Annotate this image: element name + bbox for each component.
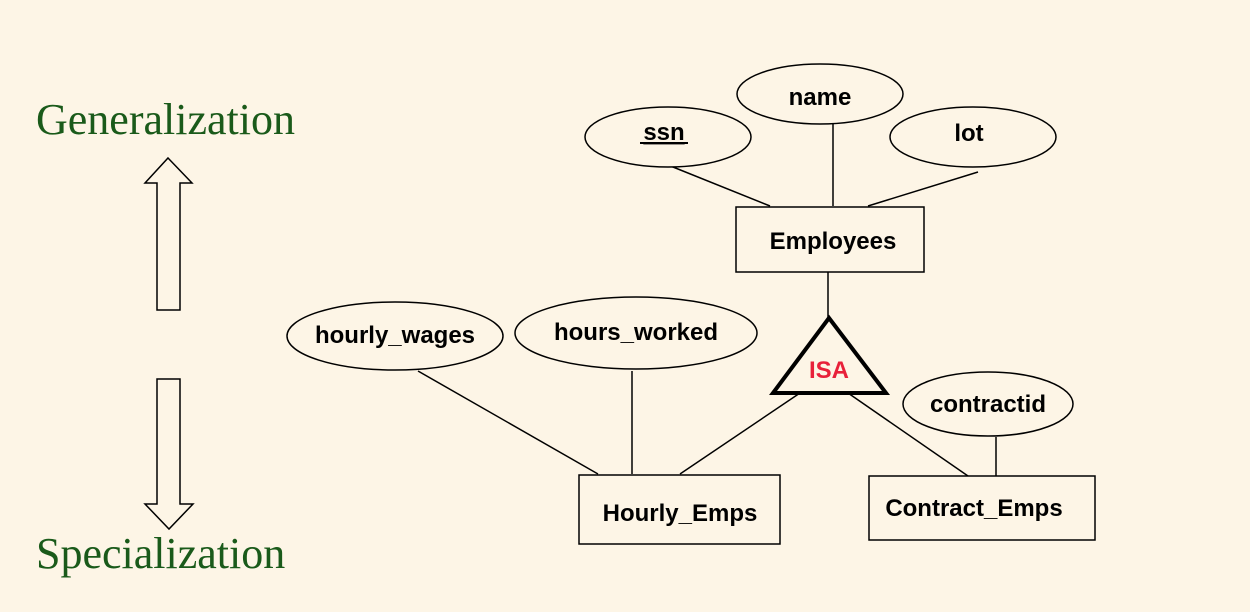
attribute-contractid: contractid xyxy=(902,371,1074,437)
down-arrow-icon xyxy=(143,378,195,531)
specialization-label: Specialization xyxy=(36,529,286,578)
up-arrow-icon xyxy=(143,156,194,311)
attribute-hours-worked-text: hours_worked xyxy=(554,319,718,346)
entity-employees-text: Employees xyxy=(770,228,897,255)
attribute-contractid-text: contractid xyxy=(930,391,1046,418)
isa-triangle-icon xyxy=(769,314,891,395)
isa-label: ISA xyxy=(809,357,849,384)
entity-employees: Employees xyxy=(735,206,925,273)
hourly-wages-link xyxy=(417,370,599,475)
attribute-hourly-wages: hourly_wages xyxy=(286,301,504,371)
entity-hourly-emps: Hourly_Emps xyxy=(578,474,781,545)
entity-hourly-emps-text: Hourly_Emps xyxy=(603,500,758,527)
attribute-name: name xyxy=(736,63,904,125)
attribute-name-text: name xyxy=(789,84,852,111)
ssn-link xyxy=(667,164,771,207)
entity-contract-emps-text: Contract_Emps xyxy=(885,495,1062,522)
isa-relationship: ISA xyxy=(769,314,891,395)
connector-lines xyxy=(417,124,997,477)
attribute-lot-text: lot xyxy=(954,120,983,147)
attribute-hours-worked: hours_worked xyxy=(514,296,758,370)
generalization-label: Generalization xyxy=(36,95,295,144)
attribute-ssn: ssn xyxy=(584,106,752,168)
attribute-ssn-text: ssn xyxy=(643,119,684,146)
isa-hourly-link xyxy=(679,392,801,475)
attribute-lot: lot xyxy=(889,106,1057,168)
attribute-hourly-wages-text: hourly_wages xyxy=(315,322,475,349)
lot-link xyxy=(867,171,979,207)
isa-contract-link xyxy=(847,392,969,477)
entity-contract-emps: Contract_Emps xyxy=(868,475,1096,541)
